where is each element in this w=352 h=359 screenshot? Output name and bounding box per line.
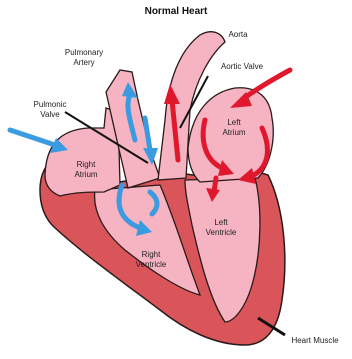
label-aorta: Aorta [218,30,258,40]
blue-arrow-inflow [10,130,55,145]
red-arrow-inflow [242,70,290,100]
label-pulmonary-artery: Pulmonary Artery [54,48,114,68]
label-heart-muscle: Heart Muscle [280,336,350,346]
label-left-atrium: Left Atrium [212,118,256,138]
label-left-ventricle: Left Ventricle [196,218,246,238]
diagram-title: Normal Heart [0,6,352,17]
right-atrium-chamber [45,108,120,196]
label-pulmonic-valve: Pulmonic Valve [28,100,72,120]
label-aortic-valve: Aortic Valve [210,62,274,72]
label-right-atrium: Right Atrium [64,160,108,180]
label-right-ventricle: Right Ventricle [126,250,176,270]
